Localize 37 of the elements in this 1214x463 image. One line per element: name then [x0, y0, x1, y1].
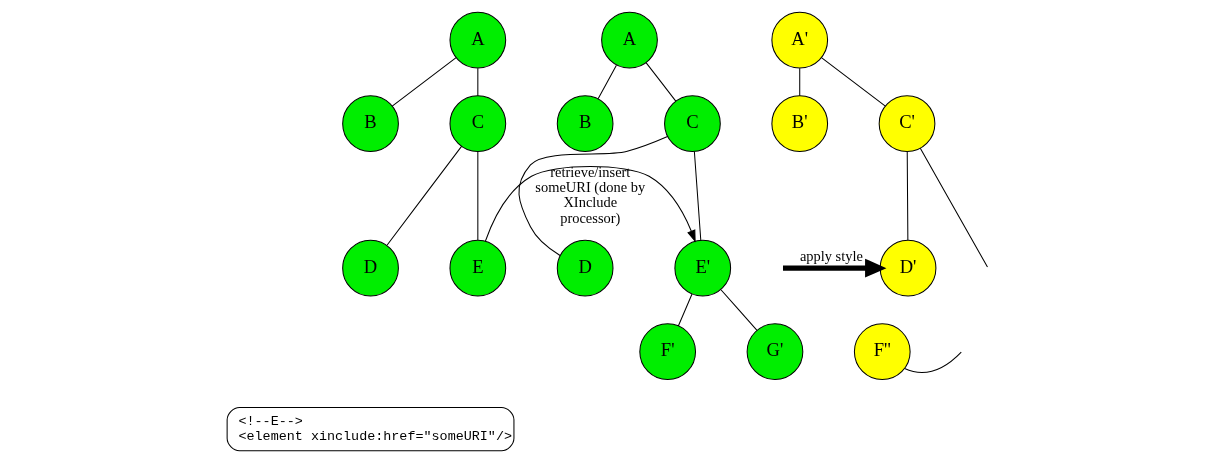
- node-circle: C: [448, 95, 506, 153]
- node-circle: F': [638, 323, 696, 381]
- connector: [719, 289, 757, 331]
- node-circle: A: [448, 11, 506, 69]
- node-circle: B: [341, 95, 399, 153]
- node-circle: D': [879, 239, 936, 297]
- connector: [903, 351, 962, 374]
- arrow: [484, 166, 696, 243]
- node-circle: D: [341, 239, 399, 297]
- node-circle: C: [663, 95, 721, 153]
- node-circle: E: [448, 239, 506, 297]
- connector: [906, 151, 908, 241]
- connector: [645, 62, 676, 102]
- connector: [597, 64, 617, 100]
- node-circle: B': [770, 95, 828, 153]
- node-circle: G': [746, 323, 803, 381]
- arrow: [782, 258, 886, 278]
- edge-label: apply style: [799, 248, 863, 265]
- node-circle: C': [878, 95, 935, 153]
- connector: [820, 57, 886, 107]
- connector: [476, 151, 478, 241]
- node-circle: B: [556, 95, 613, 153]
- connector: [385, 145, 462, 246]
- node-circle: A': [770, 11, 828, 69]
- node-circle: D: [556, 239, 613, 297]
- connector: [391, 57, 457, 107]
- node-circle: A: [600, 11, 658, 69]
- connector: [693, 151, 701, 241]
- connector: [798, 67, 800, 97]
- edge-label: retrieve/insert someURI (done by XInclude processor): [534, 163, 645, 226]
- connector: [476, 67, 478, 97]
- node-circle: E': [673, 239, 731, 297]
- connector: [919, 147, 988, 268]
- connector: [677, 293, 693, 327]
- node-circle: F'': [853, 323, 911, 381]
- node-box: <!--E--> <element xinclude:href="someURI"/>: [226, 406, 514, 452]
- connector: [518, 136, 668, 256]
